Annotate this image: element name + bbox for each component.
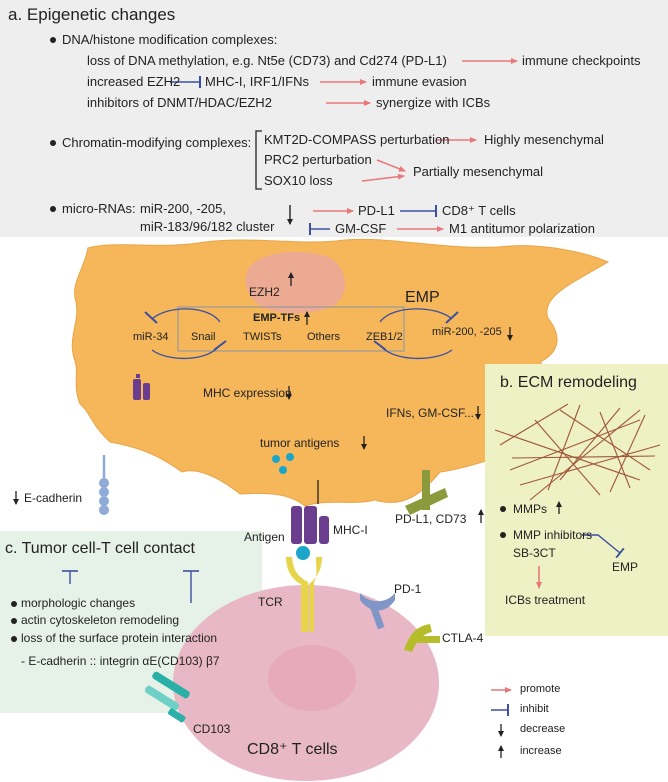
bullet-mirna: [50, 206, 56, 212]
bullet-contact-1: [11, 601, 17, 607]
antigen-label: Antigen: [244, 530, 285, 544]
legend-decrease-label: decrease: [520, 723, 566, 735]
chromatin-header: Chromatin-modifying complexes:: [62, 135, 252, 150]
emp-tfs-label: EMP-TFs: [253, 312, 301, 324]
sox10-label: SOX10 loss: [264, 173, 333, 188]
row2-mid: MHC-I, IRF1/IFNs: [205, 74, 309, 89]
bullet-mmp-inhibitors: [500, 532, 506, 538]
cd103-label: CD103: [193, 722, 231, 736]
mmp-inhibitors-label: MMP inhibitors: [513, 528, 593, 542]
ezh2-label: EZH2: [249, 285, 280, 299]
row3-right: synergize with ICBs: [376, 95, 491, 110]
tumor-antigens-label: tumor antigens: [260, 436, 340, 450]
panel-b-background: [485, 364, 668, 636]
legend-increase-label: increase: [520, 745, 562, 757]
arrow-prc2-promote: [376, 159, 406, 172]
pdl1-cd73-label: PD-L1, CD73: [395, 512, 467, 526]
ecadherin-label: E-cadherin: [24, 491, 83, 505]
pd1-receptor-icon: [360, 593, 395, 630]
mir200-label: miR-200, -205: [432, 326, 502, 338]
row2-left: increased EZH2: [87, 74, 181, 89]
t-cell-nucleus: [268, 645, 356, 711]
bullet-contact-2: [11, 618, 17, 624]
others-label: Others: [307, 331, 341, 343]
partially-mesenchymal: Partially mesenchymal: [413, 164, 544, 179]
mir34-label: miR-34: [133, 331, 169, 343]
snail-bar: [213, 340, 227, 351]
contact-item-3: loss of the surface protein interaction: [21, 631, 218, 645]
tcr-icon: [286, 557, 322, 632]
pdl1-label: PD-L1: [358, 203, 395, 218]
contact-item-1: morphologic changes: [21, 596, 136, 610]
cd8-t-cells-label: CD8⁺ T cells: [442, 203, 516, 218]
mir200-bar: [445, 311, 459, 324]
bullet-contact-3: [11, 636, 17, 642]
row1-left: loss of DNA methylation, e.g. Nt5e (CD73…: [87, 53, 447, 68]
panel-a-title: a. Epigenetic changes: [8, 5, 176, 24]
contact-item-4: - E-cadherin :: integrin αE(CD103) β7: [21, 654, 220, 668]
legend-inhibit-label: inhibit: [520, 703, 549, 715]
mirna-header: micro-RNAs:: [62, 201, 136, 216]
bullet-mmps: [500, 506, 506, 512]
mirna-line2: miR-183/96/182 cluster: [140, 219, 275, 234]
bullet-dna: [50, 37, 56, 43]
emp-tfs-box: [177, 306, 405, 352]
prc2-label: PRC2 perturbation: [264, 152, 372, 167]
mir34-bar: [144, 311, 158, 324]
emp-label: EMP: [405, 289, 440, 306]
zeb-label: ZEB1/2: [366, 331, 403, 343]
bullet-chromatin: [50, 140, 56, 146]
dna-header: DNA/histone modification complexes:: [62, 32, 278, 47]
zeb-bar: [373, 340, 387, 351]
ezh2-blob: [245, 251, 345, 314]
arrow-inhibitor-emp-inhibit: [582, 534, 625, 559]
mir34-snail-loop-upper: [151, 308, 221, 323]
gmcsf-label: GM-CSF: [335, 221, 387, 236]
tcr-label: TCR: [258, 595, 283, 609]
row2-right: immune evasion: [372, 74, 467, 89]
chromatin-bracket: [255, 130, 262, 190]
kmt2d-label: KMT2D-COMPASS perturbation: [264, 132, 450, 147]
internal-mhc-receptor-icon: [133, 374, 150, 400]
row1-right: immune checkpoints: [522, 53, 641, 68]
twists-label: TWISTs: [243, 331, 282, 343]
icbs-treatment-label: ICBs treatment: [505, 593, 586, 607]
ctla4-label: CTLA-4: [442, 631, 484, 645]
mirna-line1: miR-200, -205,: [140, 201, 226, 216]
highly-mesenchymal: Highly mesenchymal: [484, 132, 604, 147]
mhc1-label: MHC-I: [333, 523, 368, 537]
pdl1-cd73-receptor-icon: [405, 470, 448, 515]
ecm-fiber-network: [494, 403, 661, 501]
row3-left: inhibitors of DNMT/HDAC/EZH2: [87, 95, 272, 110]
antigen-dot-1: [272, 455, 280, 463]
arrow-sox10-promote: [361, 173, 405, 182]
cd103-receptor-icon: [144, 671, 190, 723]
sb3ct-label: SB-3CT: [513, 546, 556, 560]
pd1-label: PD-1: [394, 582, 422, 596]
panel-c-title: c. Tumor cell-T cell contact: [5, 540, 195, 557]
panel-b-title: b. ECM remodeling: [500, 374, 637, 391]
zeb-mir200-loop-upper: [379, 308, 453, 323]
mhc-expression-label: MHC expression: [203, 386, 292, 400]
ctla4-receptor-icon: [404, 624, 440, 652]
snail-label: Snail: [191, 331, 216, 343]
antigen-dot-3: [279, 466, 287, 474]
antigen-dot-2: [286, 453, 294, 461]
panel-a-background: [0, 0, 668, 237]
legend-promote-label: promote: [520, 683, 561, 695]
ifns-label: IFNs, GM-CSF...: [386, 406, 474, 420]
tumor-cell-body: [71, 238, 610, 507]
m1-label: M1 antitumor polarization: [449, 221, 595, 236]
mhc1-receptor-icon: [291, 480, 329, 544]
contact-item-2: actin cytoskeleton remodeling: [21, 613, 180, 627]
ecm-emp-label: EMP: [612, 560, 639, 574]
cd8-t-cells-title: CD8⁺ T cells: [247, 741, 338, 758]
presented-antigen-dot: [296, 546, 310, 560]
e-cadherin-icon: [99, 455, 109, 515]
mmps-label: MMPs: [513, 502, 547, 516]
